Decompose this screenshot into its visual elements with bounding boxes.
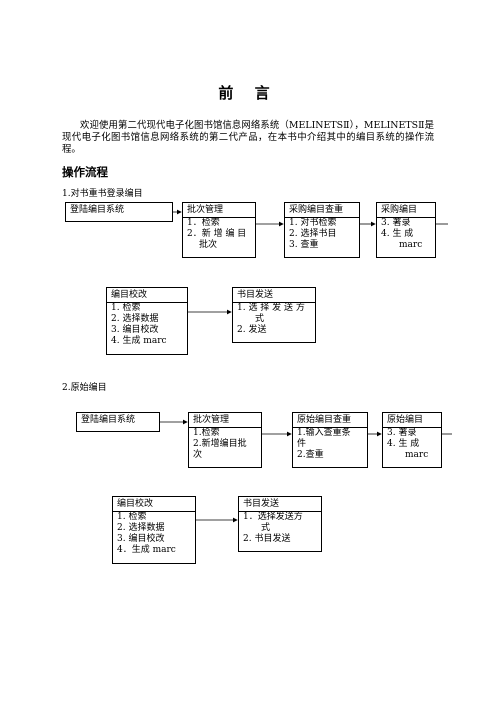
list-item: 2. 书目发送 (243, 534, 291, 544)
flow1-proof-box: 编目校改 1. 检索 2. 选择数据 3. 编目校改 4. 生成 marc (106, 287, 188, 355)
list-item: marc (399, 240, 423, 250)
list-item: 2．新 增 编 目 (187, 229, 247, 239)
list-item: 2. 发送 (237, 325, 267, 335)
flow2-orig-search-box: 原始编目查重 1.输入查重条 件 2.查重 (292, 412, 368, 468)
flow2-proof-title: 编目校改 (113, 497, 195, 512)
page-title: 前 言 (218, 84, 278, 102)
list-item: 4. 生 成 (381, 229, 414, 239)
list-item: 1. 检索 (117, 512, 147, 522)
list-item: 式 (261, 523, 271, 533)
list-item: 次 (193, 450, 203, 460)
flow2-batch-title: 批次管理 (189, 413, 261, 428)
flow1-login-title: 登陆编目系统 (70, 205, 125, 215)
list-item: 2. 选择书目 (289, 229, 337, 239)
flow2-send-title: 书目发送 (239, 497, 321, 512)
list-item: 批次 (199, 240, 218, 250)
flow2-subtitle: 2.原始编目 (62, 383, 107, 393)
flow2-batch-box: 批次管理 1.检索 2.新增编目批 次 (188, 412, 262, 468)
flow2-orig-catalog-box: 原始编目 3. 著录 4. 生 成 marc (382, 412, 442, 468)
section-heading: 操作流程 (62, 165, 108, 179)
flow2-login-title: 登陆编目系统 (81, 415, 136, 425)
list-item: 1．检索 (187, 218, 220, 228)
list-item: marc (405, 450, 429, 460)
list-item: 2.新增编目批 (193, 439, 247, 449)
flow2-login-box: 登陆编目系统 (76, 412, 160, 432)
list-item: 1.检索 (193, 428, 220, 438)
flow2-proof-box: 编目校改 1. 检索 2. 选择数据 3. 编目校改 4．生成 marc (112, 496, 196, 564)
flow1-purchase-catalog-title: 采购编目 (377, 203, 435, 218)
list-item: 4. 生成 marc (111, 336, 167, 346)
list-item: 1.输入查重条 (297, 428, 351, 438)
flow1-purchase-search-box: 采购编目查重 1. 对书检索 2. 选择书目 3. 查重 (284, 202, 360, 258)
list-item: 2. 选择数据 (111, 314, 159, 324)
list-item: 2. 选择数据 (117, 523, 165, 533)
flow1-batch-box: 批次管理 1．检索 2．新 增 编 目 批次 (182, 202, 256, 258)
list-item: 1. 检索 (111, 303, 141, 313)
flow1-batch-title: 批次管理 (183, 203, 255, 218)
flow1-purchase-search-title: 采购编目查重 (285, 203, 359, 218)
list-item: 件 (297, 439, 307, 449)
list-item: 3. 编目校改 (117, 534, 165, 544)
flow2-orig-search-title: 原始编目查重 (293, 413, 367, 428)
list-item: 3. 查重 (289, 240, 319, 250)
list-item: 1. 对书检索 (289, 218, 337, 228)
list-item: 1．选择发送方 (243, 512, 303, 522)
list-item: 4．生成 marc (117, 545, 176, 555)
flow2-send-box: 书目发送 1．选择发送方 式 2. 书目发送 (238, 496, 322, 552)
flow1-purchase-catalog-box: 采购编目 3. 著录 4. 生 成 marc (376, 202, 436, 258)
list-item: 3. 著录 (381, 218, 411, 228)
list-item: 1. 选 择 发 送 方 (237, 303, 305, 313)
flow1-login-box: 登陆编目系统 (65, 202, 173, 222)
flow1-send-title: 书目发送 (233, 288, 315, 303)
list-item: 式 (255, 314, 265, 324)
list-item: 3. 著录 (387, 428, 417, 438)
list-item: 4. 生 成 (387, 439, 420, 449)
flow1-proof-title: 编目校改 (107, 288, 187, 303)
flow1-subtitle: 1.对书重书登录编目 (62, 189, 143, 199)
flow1-send-box: 书目发送 1. 选 择 发 送 方 式 2. 发送 (232, 287, 316, 343)
intro-paragraph: 欢迎使用第二代现代电子化图书馆信息网络系统（MELINETSⅡ），MELINET… (62, 120, 434, 155)
list-item: 2.查重 (297, 450, 324, 460)
flow2-orig-catalog-title: 原始编目 (383, 413, 441, 428)
list-item: 3. 编目校改 (111, 325, 159, 335)
